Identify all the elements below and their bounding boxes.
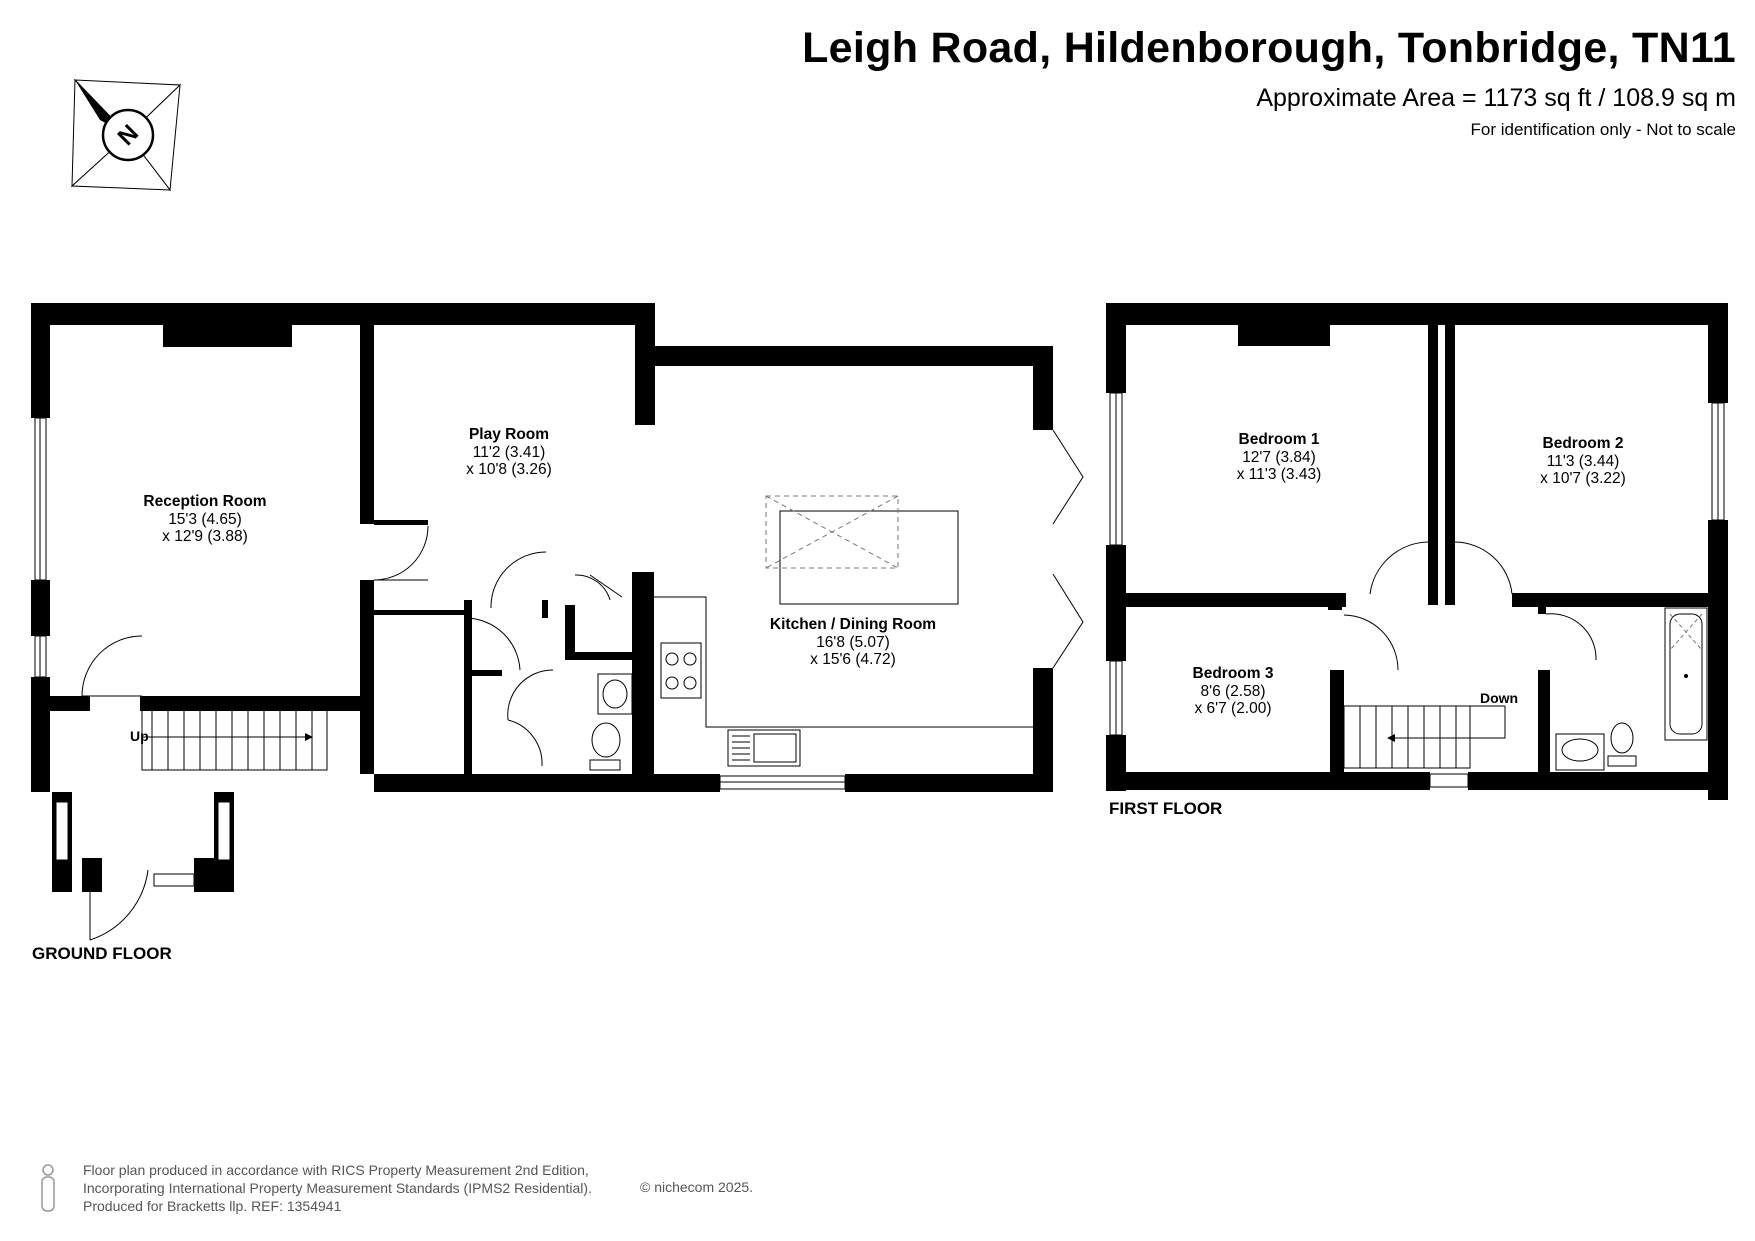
room-dimension: 15'3 (4.65) [168, 510, 242, 528]
footer-line: Produced for Bracketts llp. REF: 1354941 [83, 1198, 342, 1214]
room-dimension: x 10'8 (3.26) [466, 461, 552, 478]
room-name: Kitchen / Dining Room [769, 616, 937, 633]
identification-note: For identification only - Not to scale [1470, 120, 1736, 139]
room-dimension: 8'6 (2.58) [1200, 682, 1266, 700]
ground-floor-plan [31, 303, 1084, 941]
stairs-down-label: Down [1480, 690, 1519, 706]
room-dimension: 11'2 (3.41) [472, 443, 546, 461]
room-dimension: x 11'3 (3.43) [1236, 466, 1322, 483]
room-kitchen-dining: Kitchen / Dining Room 16'8 (5.07) x 15'6… [770, 616, 936, 669]
basin-icon [1555, 733, 1605, 771]
room-name: Bedroom 1 [1238, 431, 1320, 448]
page-title: Leigh Road, Hildenborough, Tonbridge, TN… [802, 24, 1736, 72]
room-play-room: Play Room 11'2 (3.41) x 10'8 (3.26) [466, 426, 552, 479]
first-floor-label: FIRST FLOOR [1109, 799, 1223, 818]
room-dimension: 11'3 (3.44) [1546, 452, 1620, 470]
compass-icon: N [70, 78, 182, 192]
footer-notes: Floor plan produced in accordance with R… [83, 1161, 592, 1215]
room-reception: Reception Room 15'3 (4.65) x 12'9 (3.88) [143, 493, 266, 546]
room-bedroom-2: Bedroom 2 11'3 (3.44) x 10'7 (3.22) [1540, 435, 1626, 488]
room-bedroom-1: Bedroom 1 12'7 (3.84) x 11'3 (3.43) [1237, 431, 1322, 484]
room-dimension: x 12'9 (3.88) [162, 528, 248, 545]
room-dimension: 16'8 (5.07) [816, 633, 890, 651]
toilet-icon [1607, 722, 1637, 767]
approximate-area: Approximate Area = 1173 sq ft / 108.9 sq… [1256, 84, 1736, 112]
room-name: Play Room [468, 426, 550, 443]
room-dimension: 12'7 (3.84) [1242, 448, 1316, 466]
room-dimension: x 10'7 (3.22) [1540, 470, 1626, 487]
footer-line: Floor plan produced in accordance with R… [83, 1162, 589, 1178]
room-dimension: x 15'6 (4.72) [810, 651, 896, 668]
room-bedroom-3: Bedroom 3 8'6 (2.58) x 6'7 (2.00) [1193, 665, 1274, 718]
footer-line: Incorporating International Property Mea… [83, 1180, 592, 1196]
first-stairs [1343, 705, 1506, 769]
bath-icon [1664, 607, 1708, 741]
room-name: Bedroom 2 [1542, 435, 1624, 452]
room-name: Reception Room [143, 493, 267, 510]
copyright-notice: © nichecom 2025. [640, 1179, 754, 1195]
ground-floor-label: GROUND FLOOR [32, 944, 172, 963]
stairs-up-label: Up [130, 728, 149, 744]
room-name: Bedroom 3 [1192, 665, 1274, 682]
ground-stairs [141, 703, 328, 771]
room-dimension: x 6'7 (2.00) [1194, 700, 1272, 717]
person-scale-icon [41, 1164, 55, 1212]
first-floor-plan [1106, 303, 1728, 800]
